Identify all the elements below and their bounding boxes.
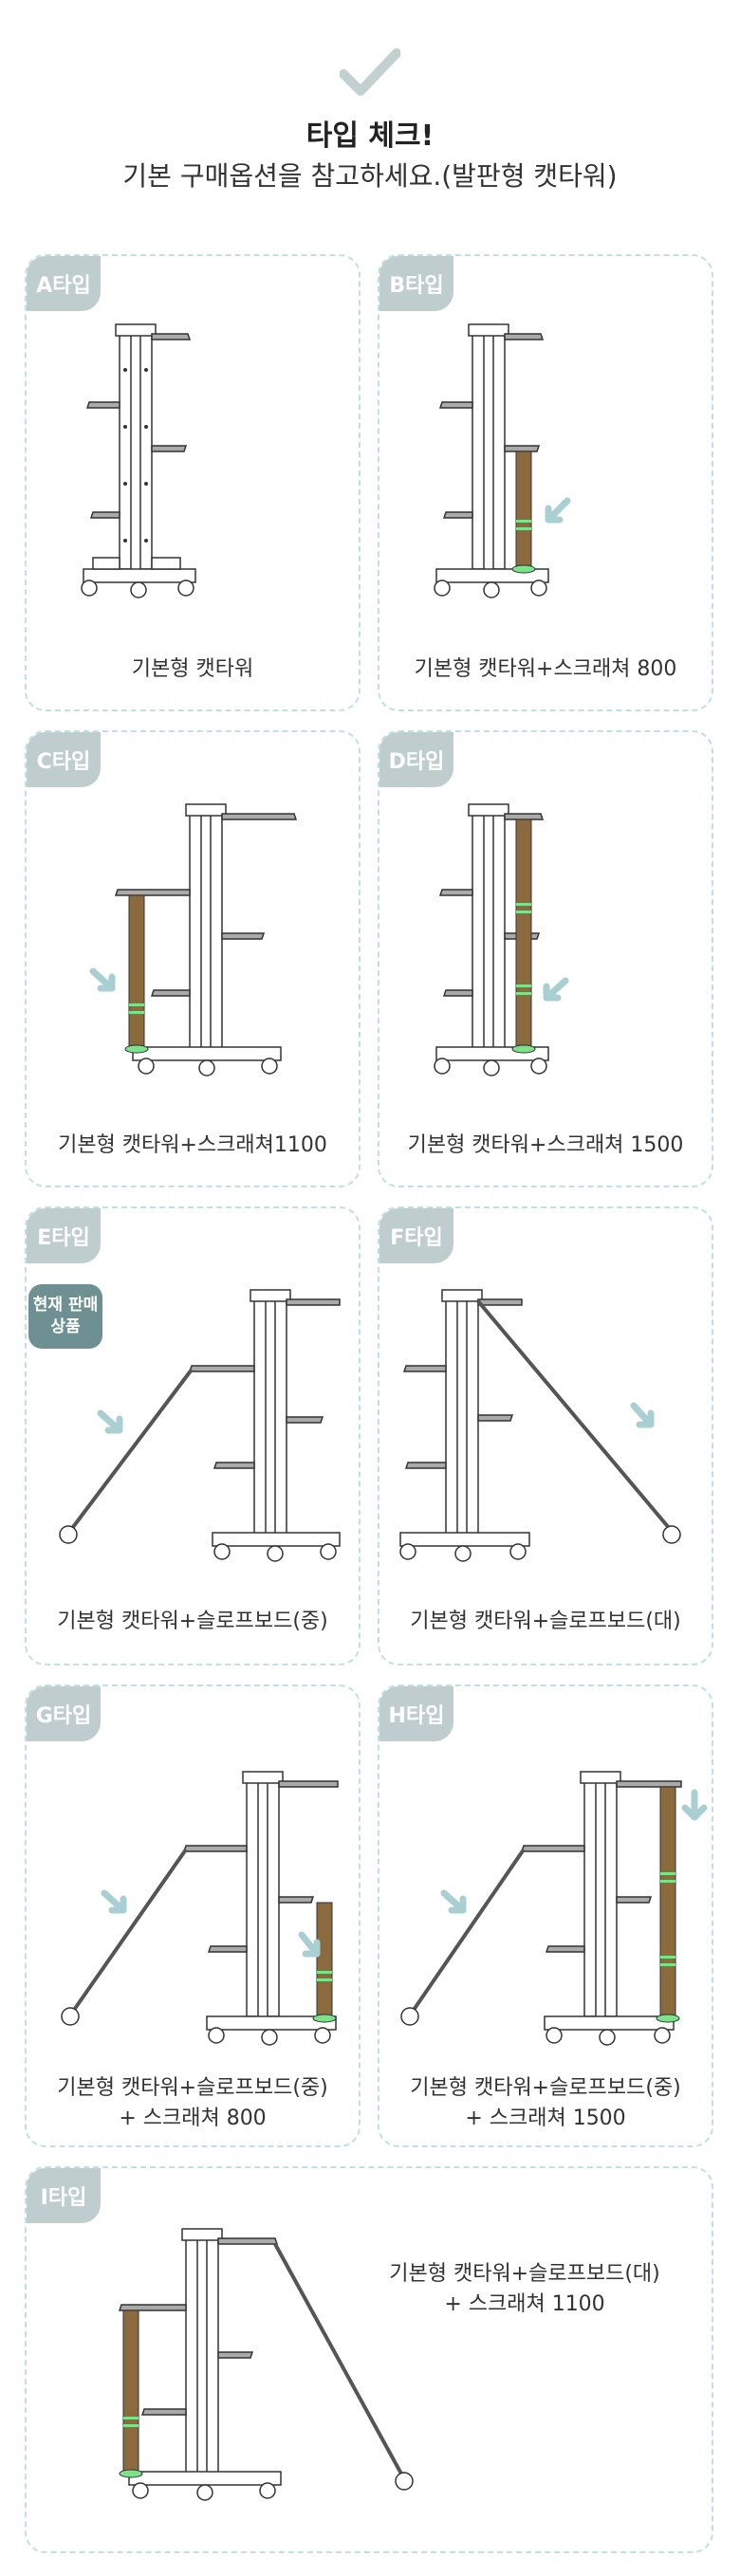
- arrow-icon: [440, 1889, 467, 1914]
- scratcher-post: [659, 1786, 676, 2019]
- cat-tower-illustration: [434, 323, 571, 598]
- caption-line: + 스크래쳐 800: [119, 2106, 267, 2130]
- type-card-d: D타입 기본형 캣타워+스크래쳐 1500: [378, 730, 713, 1187]
- type-tab: A타입: [27, 256, 101, 311]
- caption-line: + 스크래쳐 1100: [444, 2291, 605, 2316]
- cat-tower-illustration: [118, 2228, 414, 2501]
- type-caption: 기본형 캣타워+슬로프보드(중): [57, 1610, 328, 1633]
- type-card-f: F타입 기본형 캣타워+슬로프보드(대): [378, 1206, 713, 1665]
- current-sale-badge: 현재 판매 상품: [28, 1284, 102, 1349]
- page-title: 타입 체크!: [305, 120, 435, 153]
- arrow-icon: [545, 497, 571, 524]
- type-caption: 기본형 캣타워+스크래쳐1100: [58, 1133, 327, 1157]
- caption-line: 기본형 캣타워+슬로프보드(중): [410, 2076, 681, 2100]
- type-card-c: C타입 기본형 캣타워+스크래쳐1100: [25, 730, 361, 1187]
- type-card-g: G타입 기본형 캣타워+슬로프보드(중) + 스크래쳐 800: [25, 1684, 361, 2147]
- caption-line: + 스크래쳐 1500: [465, 2106, 626, 2130]
- type-caption: 기본형 캣타워+스크래쳐 1500: [407, 1133, 684, 1157]
- type-tab: E타입: [27, 1208, 101, 1263]
- type-tab: I타입: [27, 2168, 101, 2223]
- type-caption: 기본형 캣타워+스크래쳐 800: [414, 657, 677, 681]
- scratcher-post: [515, 819, 532, 1048]
- type-card-h: H타입 기본형 캣타워+슬로프보드(중) + 스크래쳐 1500: [378, 1684, 713, 2147]
- type-card-e: E타입 현재 판매 상품 기본형 캣타워+슬로프보드(중): [25, 1206, 361, 1665]
- type-tab: H타입: [379, 1686, 453, 1741]
- type-caption: 기본형 캣타워+슬로프보드(대) + 스크래쳐 1100: [368, 2259, 681, 2320]
- caption-line: 기본형 캣타워+슬로프보드(중): [57, 2076, 328, 2100]
- caption-line: 기본형 캣타워+슬로프보드(대): [389, 2262, 660, 2286]
- arrow-icon: [298, 1931, 321, 1958]
- type-caption: 기본형 캣타워: [131, 657, 254, 681]
- type-tab: G타입: [27, 1686, 101, 1741]
- type-tab: D타입: [379, 732, 453, 787]
- arrow-icon: [97, 1409, 123, 1434]
- type-caption: 기본형 캣타워+슬로프보드(중) + 스크래쳐 800: [27, 2073, 359, 2134]
- scratcher-post: [316, 1902, 333, 2019]
- arrow-icon: [101, 1889, 127, 1914]
- cat-tower-illustration: [89, 803, 298, 1076]
- type-caption: 기본형 캣타워+슬로프보드(대): [410, 1610, 681, 1633]
- arrow-icon: [543, 977, 569, 1002]
- cat-tower-illustration: [434, 803, 569, 1076]
- checkmark-icon: [340, 48, 400, 96]
- cat-tower-illustration: [400, 1771, 708, 2046]
- page-subtitle: 기본 구매옵션을 참고하세요.(발판형 캣타워): [122, 160, 618, 192]
- badge-line: 현재 판매: [32, 1296, 99, 1316]
- type-card-b: B타입 기본형 캣타워+스크래쳐 800: [378, 254, 713, 711]
- badge-line: 상품: [50, 1317, 81, 1336]
- arrow-icon: [630, 1402, 655, 1428]
- type-card-a: A타입 기본형 캣타워: [25, 254, 361, 711]
- type-tab: C타입: [27, 732, 101, 787]
- type-card-i: I타입 기본형 캣타워+슬로프보드(대) + 스크래쳐 1100: [25, 2166, 713, 2553]
- type-tab: B타입: [379, 256, 453, 311]
- scratcher-post: [515, 451, 532, 568]
- type-caption: 기본형 캣타워+슬로프보드(중) + 스크래쳐 1500: [379, 2073, 712, 2134]
- cat-tower-illustration: [59, 1289, 341, 1562]
- cat-tower-illustration: [81, 323, 196, 598]
- scratcher-post: [122, 2309, 139, 2475]
- cat-tower-illustration: [61, 1771, 339, 2046]
- arrow-icon: [89, 967, 116, 992]
- scratcher-post: [128, 894, 145, 1048]
- cat-tower-illustration: [399, 1289, 681, 1562]
- type-tab: F타입: [379, 1208, 453, 1263]
- arrow-icon: [681, 1789, 708, 1821]
